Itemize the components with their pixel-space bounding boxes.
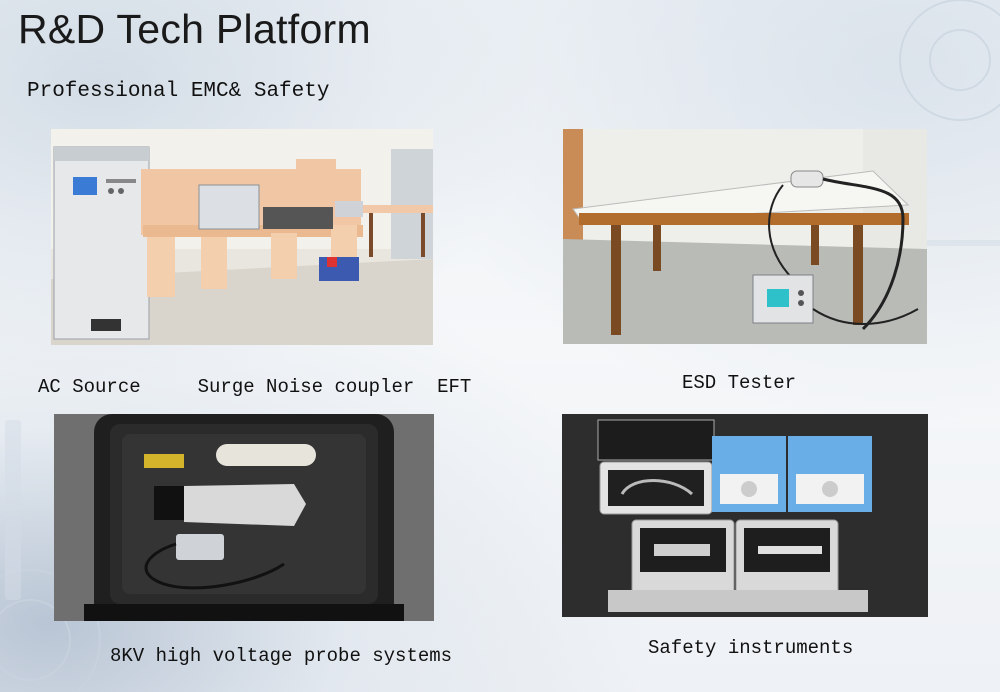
esd-tester-photo xyxy=(563,129,927,344)
probe-case-photo xyxy=(54,414,434,621)
probe-case-caption: 8KV high voltage probe systems xyxy=(110,645,453,667)
safety-instruments-caption: Safety instruments xyxy=(648,637,854,659)
emc-lab-photo xyxy=(51,129,433,345)
emc-lab-caption: AC Source Surge Noise coupler EFT xyxy=(38,376,472,398)
page-subtitle: Professional EMC& Safety xyxy=(27,80,330,103)
page-title: R&D Tech Platform xyxy=(18,6,371,52)
esd-tester-caption: ESD Tester xyxy=(682,372,797,394)
safety-instruments-photo xyxy=(562,414,928,617)
